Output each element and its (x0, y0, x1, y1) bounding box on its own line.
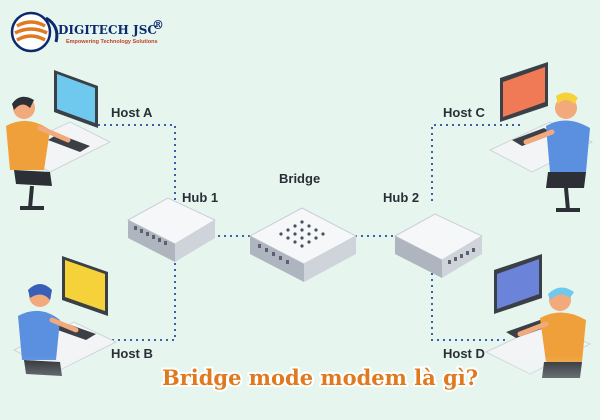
link-host-d-hub-2 (431, 262, 505, 341)
bridge-label: Bridge (279, 171, 320, 186)
host-c-label: Host C (443, 105, 486, 120)
logo-tagline: Empowering Technology Solutions (66, 39, 158, 45)
digitech-logo: DIGITECH JSC ® Empowering Technology Sol… (10, 11, 164, 53)
link-host-a-hub-1 (92, 124, 176, 205)
hub-2-label: Hub 2 (383, 190, 419, 205)
host-a-label: Host A (111, 105, 153, 120)
host-c-workstation (488, 62, 594, 212)
host-d-workstation (484, 254, 592, 378)
connection-lines (92, 124, 520, 341)
bridge-vent-grid (279, 220, 325, 248)
caption-title: Bridge mode modem là gì? (162, 365, 478, 390)
bridge-device (248, 207, 358, 282)
logo-name: DIGITECH JSC (58, 23, 157, 37)
hub-1-label: Hub 1 (182, 190, 218, 205)
logo-registered-mark: ® (152, 18, 164, 32)
hub-1-device (126, 197, 217, 262)
host-a-workstation (6, 70, 112, 210)
hub-2-device (393, 213, 484, 278)
link-host-c-hub-2 (431, 124, 520, 205)
link-host-b-hub-1 (100, 258, 176, 341)
